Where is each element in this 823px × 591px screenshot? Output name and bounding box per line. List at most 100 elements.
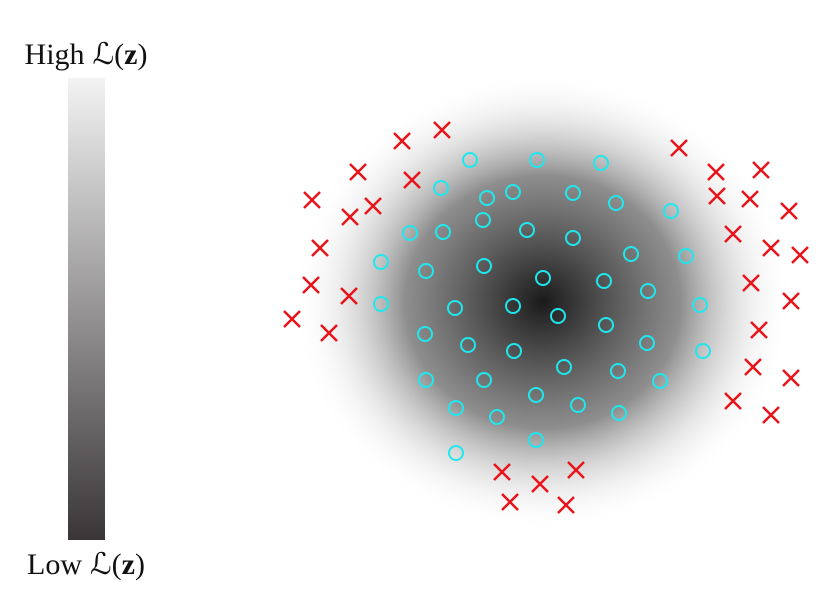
outlier-cross-stroke (393, 132, 411, 150)
low-word: Low (27, 548, 82, 581)
high-word: High (25, 38, 85, 71)
outlier-cross-stroke (320, 324, 338, 342)
outlier-cross-stroke (433, 121, 451, 139)
inlier-circle-marker (479, 190, 495, 206)
outlier-cross-stroke (302, 276, 320, 294)
inlier-circle-marker (535, 270, 551, 286)
outlier-cross-marker (750, 321, 768, 339)
outlier-cross-marker (283, 310, 301, 328)
close-paren: ) (137, 38, 147, 71)
outlier-cross-stroke (283, 310, 301, 328)
outlier-cross-marker (340, 287, 358, 305)
loss-symbol: ℒ (90, 547, 112, 582)
outlier-cross-marker (762, 239, 780, 257)
outlier-cross-marker (501, 493, 519, 511)
outlier-cross-stroke (744, 358, 762, 376)
inlier-circle-marker (402, 225, 418, 241)
outlier-cross-stroke (762, 239, 780, 257)
outlier-cross-stroke (493, 463, 511, 481)
inlier-circle-marker (475, 212, 491, 228)
outlier-cross-marker (531, 475, 549, 493)
outlier-cross-stroke (782, 369, 800, 387)
outlier-cross-marker (403, 171, 421, 189)
inlier-circle-marker (476, 258, 492, 274)
inlier-circle-marker (506, 343, 522, 359)
z-var: z (122, 548, 135, 581)
outlier-cross-stroke (742, 274, 760, 292)
inlier-circle-marker (373, 254, 389, 270)
outlier-cross-stroke (741, 190, 759, 208)
outlier-cross-marker (724, 225, 742, 243)
outlier-cross-stroke (724, 392, 742, 410)
inlier-circle-marker (598, 317, 614, 333)
outlier-cross-marker (302, 276, 320, 294)
outlier-cross-marker (782, 369, 800, 387)
loss-symbol: ℒ (93, 37, 115, 72)
outlier-cross-marker (744, 358, 762, 376)
outlier-cross-marker (708, 187, 726, 205)
outlier-cross-stroke (403, 171, 421, 189)
outlier-cross-marker (433, 121, 451, 139)
outlier-cross-stroke (311, 239, 329, 257)
outlier-cross-stroke (752, 161, 770, 179)
outlier-cross-stroke (501, 493, 519, 511)
outlier-cross-stroke (340, 287, 358, 305)
inlier-circle-marker (460, 337, 476, 353)
inlier-circle-marker (418, 372, 434, 388)
inlier-circle-marker (608, 195, 624, 211)
outlier-cross-stroke (707, 163, 725, 181)
outlier-cross-marker (707, 163, 725, 181)
inlier-circle-marker (476, 372, 492, 388)
outlier-cross-stroke (708, 187, 726, 205)
inlier-circle-marker (489, 409, 505, 425)
outlier-cross-stroke (670, 139, 688, 157)
outlier-cross-stroke (762, 406, 780, 424)
outlier-cross-marker (670, 139, 688, 157)
outlier-cross-stroke (724, 225, 742, 243)
inlier-circle-marker (623, 246, 639, 262)
inlier-circle-marker (417, 326, 433, 342)
outlier-cross-marker (557, 496, 575, 514)
outlier-cross-stroke (349, 163, 367, 181)
outlier-cross-stroke (791, 246, 809, 264)
outlier-cross-marker (364, 197, 382, 215)
outlier-cross-stroke (364, 197, 382, 215)
inlier-circle-marker (418, 263, 434, 279)
inlier-circle-marker (519, 222, 535, 238)
inlier-circle-marker (695, 343, 711, 359)
inlier-circle-marker (570, 397, 586, 413)
colorbar-gradient (68, 78, 105, 540)
inlier-circle-marker (596, 273, 612, 289)
close-paren: ) (135, 548, 145, 581)
inlier-circle-marker (556, 359, 572, 375)
inlier-circle-marker (528, 387, 544, 403)
inlier-circle-marker (447, 300, 463, 316)
outlier-points (283, 121, 809, 514)
outlier-cross-stroke (303, 191, 321, 209)
outlier-cross-marker (567, 461, 585, 479)
outlier-cross-stroke (567, 461, 585, 479)
outlier-cross-marker (791, 246, 809, 264)
inlier-circle-marker (528, 432, 544, 448)
inlier-circle-marker (373, 296, 389, 312)
inlier-circle-marker (678, 248, 694, 264)
outlier-cross-marker (303, 191, 321, 209)
outlier-cross-stroke (750, 321, 768, 339)
outlier-cross-stroke (341, 208, 359, 226)
inlier-circle-marker (652, 373, 668, 389)
outlier-cross-marker (762, 406, 780, 424)
inlier-circle-marker (565, 185, 581, 201)
inlier-circle-marker (610, 363, 626, 379)
outlier-cross-marker (752, 161, 770, 179)
inlier-points (373, 152, 711, 461)
outlier-cross-marker (493, 463, 511, 481)
inlier-circle-marker (640, 283, 656, 299)
outlier-cross-marker (393, 132, 411, 150)
inlier-circle-marker (448, 400, 464, 416)
outlier-cross-marker (341, 208, 359, 226)
outlier-cross-marker (724, 392, 742, 410)
inlier-circle-marker (462, 152, 478, 168)
